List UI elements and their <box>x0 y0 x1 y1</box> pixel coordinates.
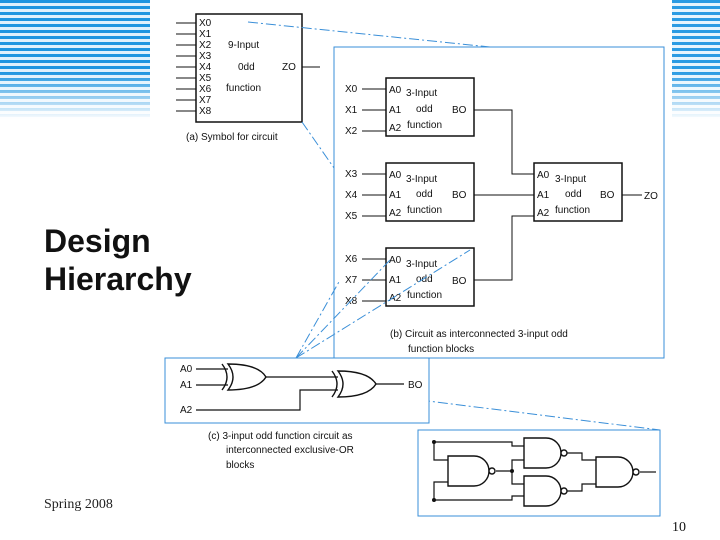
panel-c-caption-line3: blocks <box>226 460 254 471</box>
block-4-name: 3-Input <box>555 174 586 185</box>
circuit-input-label: X4 <box>345 190 358 201</box>
block-2-output-label: BO <box>452 190 467 201</box>
panel-a-input-label: X7 <box>199 95 212 106</box>
page-number: 10 <box>672 520 686 535</box>
block-4-output-label: BO <box>600 190 615 201</box>
slide-title-line1: Design <box>44 223 151 259</box>
block-1-function: function <box>407 120 442 131</box>
panel-b-caption-line2: function blocks <box>408 344 474 355</box>
block-3-input-label: A1 <box>389 275 402 286</box>
panel-a-input-label: X3 <box>199 51 212 62</box>
panel-c-frame <box>164 357 430 424</box>
panel-a-output-label: ZO <box>282 62 296 73</box>
block-2-input-label: A2 <box>389 208 402 219</box>
nand-wires <box>433 441 656 501</box>
nand-gate-circuit <box>417 429 661 517</box>
panel-c-input-label: A1 <box>180 380 193 391</box>
block-1-input-label: A0 <box>389 85 402 96</box>
block-4-input-label: A2 <box>537 208 550 219</box>
block-2-name: 3-Input <box>406 174 437 185</box>
circuit-output-label: ZO <box>644 191 658 202</box>
odd-function-block-2 <box>385 162 475 222</box>
circuit-input-label: X5 <box>345 211 358 222</box>
panel-b-wires <box>362 88 642 302</box>
nine-input-block-name: 9-Input <box>228 40 259 51</box>
panel-b-caption-line1: (b) Circuit as interconnected 3-input od… <box>390 329 568 340</box>
circuit-input-label: X2 <box>345 126 358 137</box>
stripe-fade-left <box>0 0 150 120</box>
panel-c-input-label: A2 <box>180 405 193 416</box>
panel-a-input-label: X5 <box>199 73 212 84</box>
panel-c-input-label: A0 <box>180 364 193 375</box>
block-3-function: function <box>407 290 442 301</box>
slide-footer: Spring 2008 <box>44 497 113 512</box>
panel-a-input-lines <box>176 22 196 112</box>
panel-a-input-label: X2 <box>199 40 212 51</box>
block-3-kind: odd <box>416 274 433 285</box>
xor-gate-1 <box>221 363 267 391</box>
stripe-fade-right <box>672 0 720 120</box>
panel-a-input-label: X4 <box>199 62 212 73</box>
panel-c-wires <box>196 368 404 411</box>
panel-b-frame <box>333 46 665 359</box>
nine-input-block-function: function <box>226 83 261 94</box>
block-4-function: function <box>555 205 590 216</box>
odd-function-block-3 <box>385 247 475 307</box>
panel-a-input-label: X6 <box>199 84 212 95</box>
circuit-input-label: X6 <box>345 254 358 265</box>
nand-gate-1 <box>447 455 496 487</box>
block-4-kind: odd <box>565 189 582 200</box>
panel-b-circuit: A0 A1 A2 3-Input odd function BO A0 A1 A… <box>333 46 665 359</box>
slide-title: Design Hierarchy <box>44 222 192 298</box>
nand-gate-4 <box>595 456 640 488</box>
junction-dots <box>432 440 514 502</box>
odd-function-block-1 <box>385 77 475 137</box>
block-2-function: function <box>407 205 442 216</box>
nine-input-block <box>195 13 303 123</box>
panel-a-input-label: X1 <box>199 29 212 40</box>
panel-a-symbol: X0 X1 X2 X3 X4 X5 X6 X7 X8 9-Input 0dd f… <box>168 0 328 148</box>
block-2-input-label: A1 <box>389 190 402 201</box>
circuit-input-label: X7 <box>345 275 358 286</box>
panel-a-input-label: X0 <box>199 18 212 29</box>
block-3-input-label: A0 <box>389 255 402 266</box>
circuit-input-label: X8 <box>345 296 358 307</box>
panel-c-caption-line1: (c) 3-input odd function circuit as <box>208 431 353 442</box>
block-3-output-label: BO <box>452 276 467 287</box>
circuit-input-label: X3 <box>345 169 358 180</box>
odd-function-block-4 <box>533 162 623 222</box>
panel-a-input-label: X8 <box>199 106 212 117</box>
panel-a-caption: (a) Symbol for circuit <box>186 132 278 143</box>
block-2-input-label: A0 <box>389 170 402 181</box>
block-1-output-label: BO <box>452 105 467 116</box>
block-3-input-label: A2 <box>389 293 402 304</box>
block-1-input-label: A1 <box>389 105 402 116</box>
block-1-kind: odd <box>416 104 433 115</box>
block-3-name: 3-Input <box>406 259 437 270</box>
block-2-kind: odd <box>416 189 433 200</box>
circuit-input-label: X1 <box>345 105 358 116</box>
nand-gate-2 <box>523 437 568 469</box>
panel-c-output-label: BO <box>408 380 423 391</box>
nine-input-block-kind: 0dd <box>238 62 255 73</box>
block-4-input-label: A0 <box>537 170 550 181</box>
panel-c-caption-line2: interconnected exclusive-OR <box>226 445 354 456</box>
block-1-name: 3-Input <box>406 88 437 99</box>
xor-gate-2 <box>331 370 377 398</box>
panel-c-xor-circuit: A0 A1 A2 BO (c) 3-input odd function cir… <box>164 357 430 471</box>
slide-title-line2: Hierarchy <box>44 261 192 297</box>
block-1-input-label: A2 <box>389 123 402 134</box>
circuit-input-label: X0 <box>345 84 358 95</box>
nand-gate-3 <box>523 475 568 507</box>
block-4-input-label: A1 <box>537 190 550 201</box>
hierarchy-connectors <box>247 21 661 431</box>
